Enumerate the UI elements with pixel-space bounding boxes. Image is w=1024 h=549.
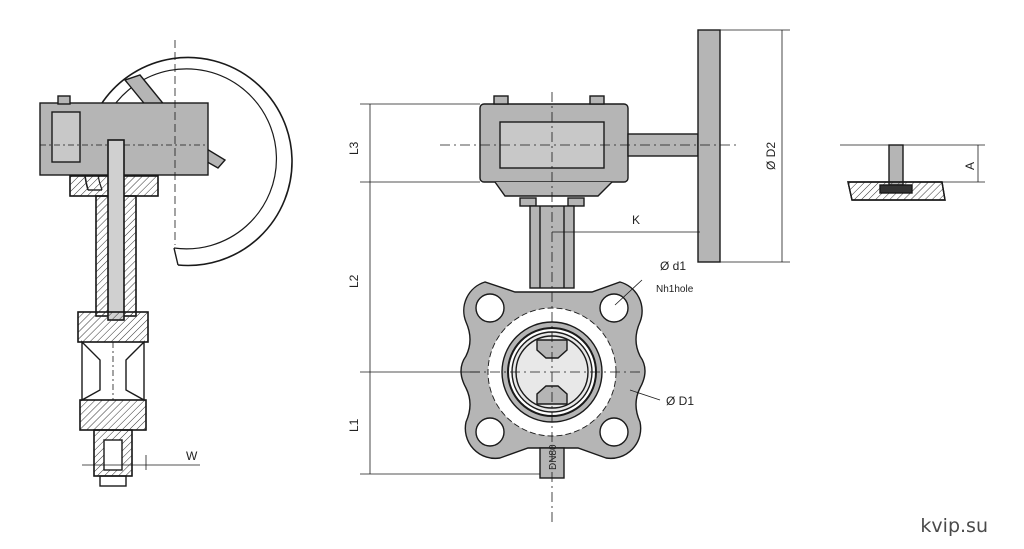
label-D1: Ø D1 <box>666 394 694 408</box>
body-mark: DN80 <box>548 444 559 470</box>
label-k: K <box>632 213 640 227</box>
label-d1: Ø d1 <box>660 259 686 273</box>
watermark: kvip.su <box>920 515 988 537</box>
detail-view <box>840 144 985 201</box>
label-l1: L1 <box>347 418 361 432</box>
front-view <box>360 29 790 525</box>
label-a: A <box>963 162 977 170</box>
label-l2: L2 <box>347 274 361 288</box>
side-view <box>39 40 293 487</box>
label-w: W <box>186 449 198 463</box>
handwheel-edge <box>697 29 721 263</box>
label-D2: Ø D2 <box>764 142 778 170</box>
label-hole-count: Nh1hole <box>656 284 694 295</box>
label-l3: L3 <box>347 141 361 155</box>
